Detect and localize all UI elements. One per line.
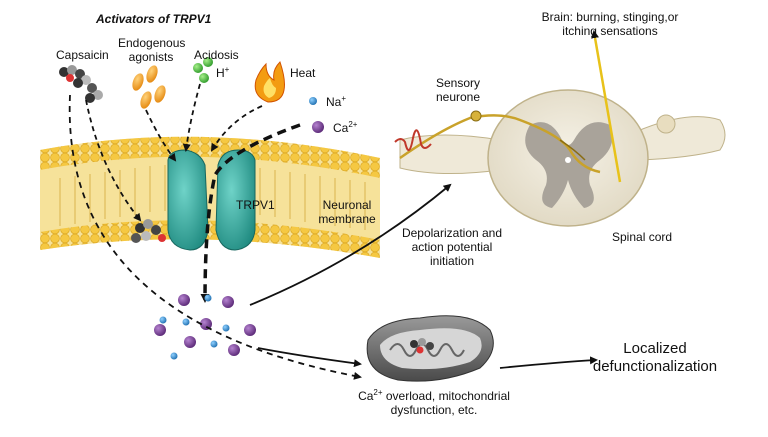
brain-line2: itching sensations xyxy=(562,24,658,38)
depol-line2: action potential xyxy=(411,240,493,254)
spinal-cord-icon xyxy=(399,30,726,227)
proton-icons xyxy=(193,57,213,83)
brain-sensations-label: Brain: burning, stinging,or itching sens… xyxy=(520,10,700,38)
trpv1-label: TRPV1 xyxy=(236,198,275,212)
brain-line1: Brain: burning, stinging,or xyxy=(541,10,679,24)
mitochondrion-icon xyxy=(366,315,494,382)
capsaicin-molecule-icon xyxy=(59,65,103,103)
ion-influx-arrow xyxy=(200,123,301,303)
mitochondria-arrow xyxy=(257,347,362,368)
endogenous-agonist-icons xyxy=(132,65,166,109)
sodium-ion-icon xyxy=(309,97,317,105)
localized-defunctionalization-label: Localized defunctionalization xyxy=(580,340,730,376)
outcome-line2: defunctionalization xyxy=(592,358,718,375)
neuronal-membrane-label: Neuronal membrane xyxy=(312,198,382,226)
calcium-ion-icon xyxy=(312,121,324,133)
heat-label: Heat xyxy=(290,66,316,80)
diagram-title: Activators of TRPV1 xyxy=(96,12,212,26)
spinal-cord-label: Spinal cord xyxy=(612,230,673,244)
overload-line2: dysfunction, etc. xyxy=(390,403,478,417)
membrane-line1: Neuronal xyxy=(322,198,372,212)
activator-arrows xyxy=(85,83,263,222)
action-potential-icon xyxy=(394,129,432,151)
na-ion-label: Na+ xyxy=(326,94,347,110)
sensory-line2: neurone xyxy=(435,90,481,104)
sensory-neurone-label: Sensory neurone xyxy=(428,76,488,104)
membrane-line2: membrane xyxy=(318,212,376,226)
depolarization-label: Depolarization and action potential init… xyxy=(394,226,510,268)
depol-line3: initiation xyxy=(429,254,475,268)
endogenous-agonists-label: Endogenous agonists xyxy=(118,36,186,64)
ca-ion-label: Ca2+ xyxy=(333,120,358,136)
endogenous-line1: Endogenous xyxy=(118,36,186,50)
outcome-line1: Localized xyxy=(623,340,687,357)
acidosis-label: Acidosis xyxy=(194,48,239,62)
sensory-line1: Sensory xyxy=(435,76,481,90)
brain-arrow xyxy=(591,30,622,183)
outcome-arrow xyxy=(499,356,598,369)
endogenous-line2: agonists xyxy=(128,50,174,64)
intracellular-ion-cluster xyxy=(154,294,256,360)
capsaicin-direct-arrow xyxy=(68,94,362,380)
flame-icon xyxy=(254,61,285,103)
bound-capsaicin-icon xyxy=(131,219,166,243)
capsaicin-label: Capsaicin xyxy=(56,48,109,62)
depolarization-arrow xyxy=(249,183,452,306)
h-ion-label: H+ xyxy=(216,65,230,81)
calcium-overload-label: Ca2+ overload, mitochondrial dysfunction… xyxy=(356,389,512,418)
depol-line1: Depolarization and xyxy=(401,226,503,240)
trpv1-channel xyxy=(167,149,256,251)
